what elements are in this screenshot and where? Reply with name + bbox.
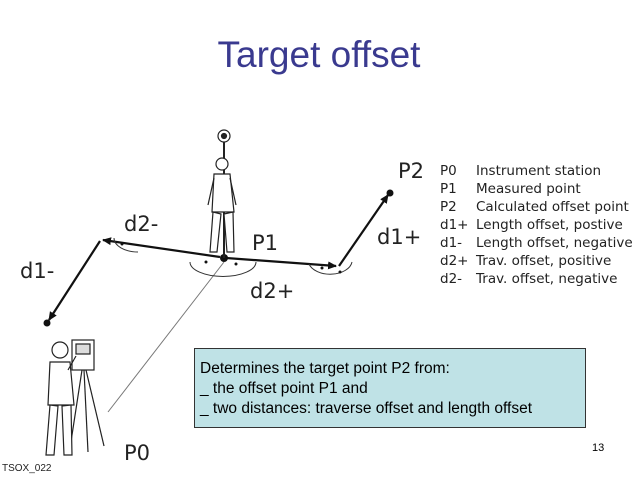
slide-title: Target offset	[217, 34, 421, 75]
legend-code: d2+	[440, 253, 468, 269]
d2-plus-arrow	[225, 256, 337, 270]
legend-code: d2-	[440, 271, 462, 287]
legend-text: Length offset, negative	[476, 235, 633, 251]
label-d1-minus: d1-	[20, 259, 54, 283]
sight-line	[107, 261, 225, 413]
point-d1-minus-marker	[43, 319, 51, 327]
pole-person-icon	[207, 129, 237, 258]
right-angle-mark	[189, 261, 257, 277]
label-p2: P2	[398, 159, 424, 183]
d1-minus-arrow	[48, 240, 101, 321]
legend-text: Measured point	[476, 181, 581, 197]
page-number: 13	[592, 442, 605, 454]
legend-code: P0	[440, 163, 457, 179]
legend-code: P2	[440, 199, 457, 215]
legend-text: Calculated offset point	[476, 199, 629, 215]
right-angle-mark	[308, 261, 353, 275]
callout-line: _ two distances: traverse offset and len…	[200, 400, 533, 417]
label-p0: P0	[124, 441, 150, 465]
callout-line: _ the offset point P1 and	[200, 380, 368, 397]
legend-code: d1+	[440, 217, 468, 233]
d1-plus-arrow	[338, 194, 389, 267]
callout-line: Determines the target point P2 from:	[200, 360, 450, 377]
label-d2-plus: d2+	[250, 279, 294, 303]
legend-code: P1	[440, 181, 457, 197]
legend-code: d1-	[440, 235, 462, 251]
instrument-station-icon	[45, 339, 105, 456]
label-d1-plus: d1+	[377, 225, 421, 249]
legend: P0 Instrument station P1 Measured point …	[440, 163, 633, 287]
legend-text: Trav. offset, negative	[475, 271, 617, 287]
right-angle-mark	[113, 237, 139, 253]
legend-text: Length offset, postive	[476, 217, 623, 233]
description-callout: Determines the target point P2 from: _ t…	[194, 348, 586, 428]
point-p2-marker	[386, 189, 394, 197]
legend-text: Trav. offset, positive	[475, 253, 611, 269]
d2-minus-arrow	[102, 237, 221, 259]
figure-code: TSOX_022	[2, 463, 52, 474]
legend-text: Instrument station	[476, 163, 601, 179]
label-d2-minus: d2-	[124, 212, 158, 236]
label-p1: P1	[252, 231, 278, 255]
